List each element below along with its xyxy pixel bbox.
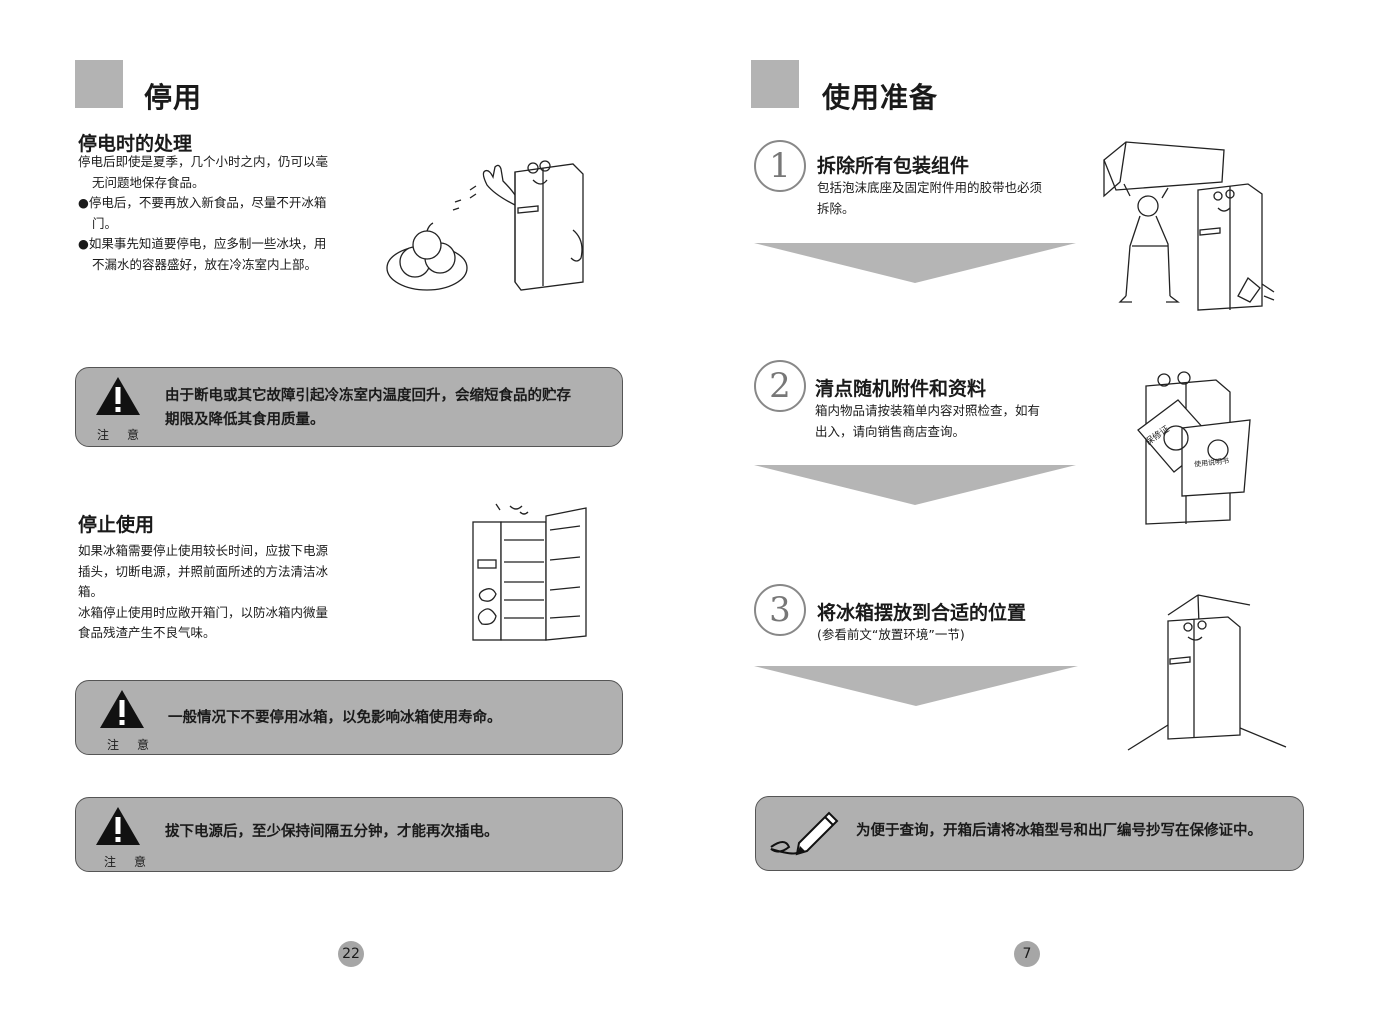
card-label-manual: 使用说明书 <box>1194 456 1230 469</box>
note-text: 拔下电源后，至少保持间隔五分钟，才能再次插电。 <box>165 824 499 840</box>
step-title: 清点随机附件和资料 <box>815 378 987 400</box>
note-label: 注 意 <box>107 738 153 752</box>
text-line: 插头，切断电源，并照前面所述的方法清洁冰 <box>78 563 329 579</box>
fridge-apples-illustration <box>386 160 584 291</box>
step-description: 包括泡沫底座及固定附件用的胶带也必须 拆除。 <box>817 177 1087 219</box>
text-line: ●如果事先知道要停电，应多制一些冰块，用 <box>78 236 327 251</box>
warning-triangle-icon <box>96 377 140 415</box>
open-fridge-illustration <box>472 503 587 641</box>
text-line: 食品残渣产生不良气味。 <box>78 625 216 640</box>
warning-triangle-icon <box>96 807 140 845</box>
text-line: 停电后即使是夏季，几个小时之内，仍可以毫 <box>78 154 329 169</box>
note-label: 注 意 <box>97 428 143 442</box>
text-line: ●停电后，不要再放入新食品，尽量不开冰箱 <box>78 195 327 210</box>
title-square <box>75 60 123 108</box>
warning-note-lifespan: 注 意 一般情况下不要停用冰箱，以免影响冰箱使用寿命。 <box>75 680 623 755</box>
step-number-circle: 1 <box>754 140 806 192</box>
page-title: 停用 <box>144 81 203 114</box>
note-text: 由于断电或其它故障引起冷冻室内温度回升，会缩短食品的贮存 期限及降低其食用质量。 <box>165 384 615 432</box>
step-line: (参看前文“放置环境”一节) <box>817 627 965 642</box>
unpacking-illustration <box>1103 141 1275 311</box>
stop-use-text: 如果冰箱需要停止使用较长时间，应拔下电源 插头，切断电源，并照前面所述的方法清洁… <box>78 541 368 644</box>
text-line: 冰箱停止使用时应敞开箱门，以防冰箱内微量 <box>78 604 329 620</box>
section-heading-power-outage: 停电时的处理 <box>78 133 193 155</box>
step-title: 将冰箱摆放到合适的位置 <box>817 602 1027 624</box>
note-label: 注 意 <box>104 855 150 869</box>
page-number: 22 <box>338 941 364 967</box>
title-square <box>751 60 799 108</box>
step-line: 拆除。 <box>817 201 855 216</box>
step-number-circle: 3 <box>754 584 806 636</box>
step-line: 出入，请向销售商店查询。 <box>815 424 966 439</box>
step-title: 拆除所有包装组件 <box>817 155 970 177</box>
step-line: 箱内物品请按装箱单内容对照检查，如有 <box>815 403 1041 418</box>
accessories-illustration: 保修证 使用说明书 <box>1137 371 1251 525</box>
page-title: 使用准备 <box>822 81 939 114</box>
power-outage-text: 停电后即使是夏季，几个小时之内，仍可以毫 无问题地保存食品。 ●停电后，不要再放… <box>78 152 368 275</box>
step-description: 箱内物品请按装箱单内容对照检查，如有 出入，请向销售商店查询。 <box>815 400 1085 442</box>
step-line: 包括泡沫底座及固定附件用的胶带也必须 <box>817 180 1043 195</box>
text-line: 如果冰箱需要停止使用较长时间，应拔下电源 <box>78 543 329 558</box>
pen-icon <box>770 811 839 856</box>
warning-triangle-icon <box>100 690 144 728</box>
text-line: 无问题地保存食品。 <box>92 174 205 190</box>
text-line: 箱。 <box>78 584 104 599</box>
tip-note-serial-number: 为便于查询，开箱后请将冰箱型号和出厂编号抄写在保修证中。 <box>755 796 1304 871</box>
page-number: 7 <box>1014 941 1040 967</box>
warning-note-replug: 注 意 拔下电源后，至少保持间隔五分钟，才能再次插电。 <box>75 797 623 872</box>
text-line: 不漏水的容器盛好，放在冷冻室内上部。 <box>92 256 318 272</box>
section-heading-stop-use: 停止使用 <box>78 514 155 536</box>
arrow-down-icon <box>754 465 1076 505</box>
step-description: (参看前文“放置环境”一节) <box>817 624 1087 645</box>
warning-note-temperature: 注 意 由于断电或其它故障引起冷冻室内温度回升，会缩短食品的贮存 期限及降低其食… <box>75 367 623 447</box>
note-text: 为便于查询，开箱后请将冰箱型号和出厂编号抄写在保修证中。 <box>856 823 1262 839</box>
arrow-down-icon <box>754 666 1078 706</box>
arrow-down-icon <box>754 243 1076 283</box>
note-line: 期限及降低其食用质量。 <box>165 412 325 428</box>
fridge-placement-illustration <box>1127 594 1287 751</box>
note-text: 一般情况下不要停用冰箱，以免影响冰箱使用寿命。 <box>168 710 502 726</box>
step-number-circle: 2 <box>754 360 806 412</box>
note-line: 由于断电或其它故障引起冷冻室内温度回升，会缩短食品的贮存 <box>165 388 571 404</box>
text-line: 门。 <box>92 215 118 231</box>
